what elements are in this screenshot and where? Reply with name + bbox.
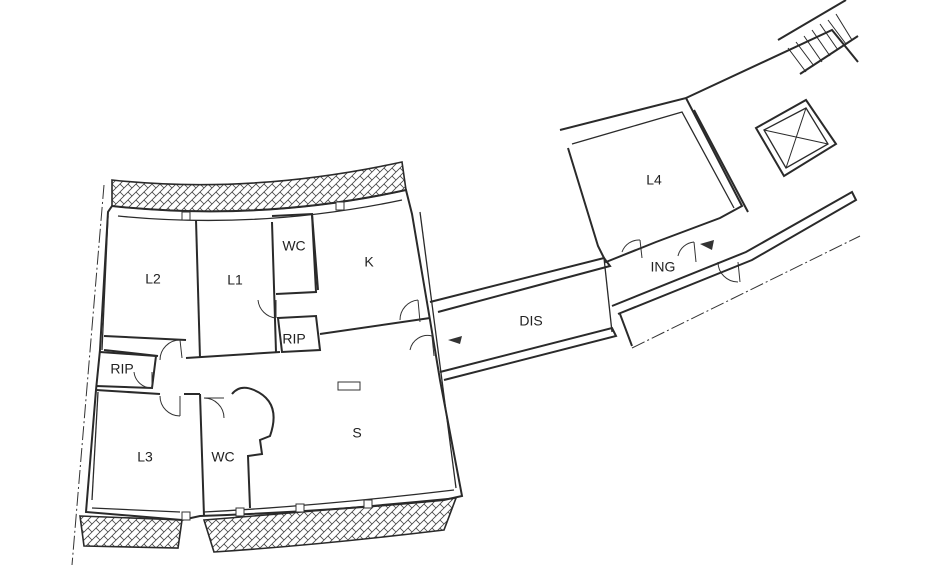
corridor-walls — [429, 190, 858, 381]
apartment-walls — [84, 188, 464, 522]
room-label-wc-bottom: WC — [211, 449, 234, 465]
room-label-l3: L3 — [137, 449, 153, 465]
room-label-k: K — [364, 254, 374, 270]
room-label-ing: ING — [651, 259, 676, 275]
stairs — [777, 0, 859, 75]
room-label-dis: DIS — [519, 313, 542, 329]
stair-shaft — [754, 98, 838, 178]
interior-walls — [95, 212, 431, 517]
property-boundary — [71, 184, 861, 566]
balcony-bottom-left — [79, 515, 183, 549]
entry-arrow-icon — [700, 240, 714, 250]
kitchen-fixture — [337, 381, 361, 391]
entry-arrow-icon — [448, 336, 462, 344]
column-marks — [181, 201, 373, 521]
balcony-top — [111, 161, 407, 213]
room-label-rip-left: RIP — [110, 361, 133, 377]
room-label-wc-top: WC — [282, 238, 305, 254]
room-label-l2: L2 — [145, 271, 161, 287]
balcony-bottom-right — [202, 497, 458, 553]
room-label-l4: L4 — [646, 172, 662, 188]
doors — [133, 239, 741, 419]
room-label-rip-mid: RIP — [282, 331, 305, 347]
room-l4-walls — [559, 28, 859, 264]
room-label-s: S — [352, 425, 361, 441]
room-label-l1: L1 — [227, 272, 243, 288]
